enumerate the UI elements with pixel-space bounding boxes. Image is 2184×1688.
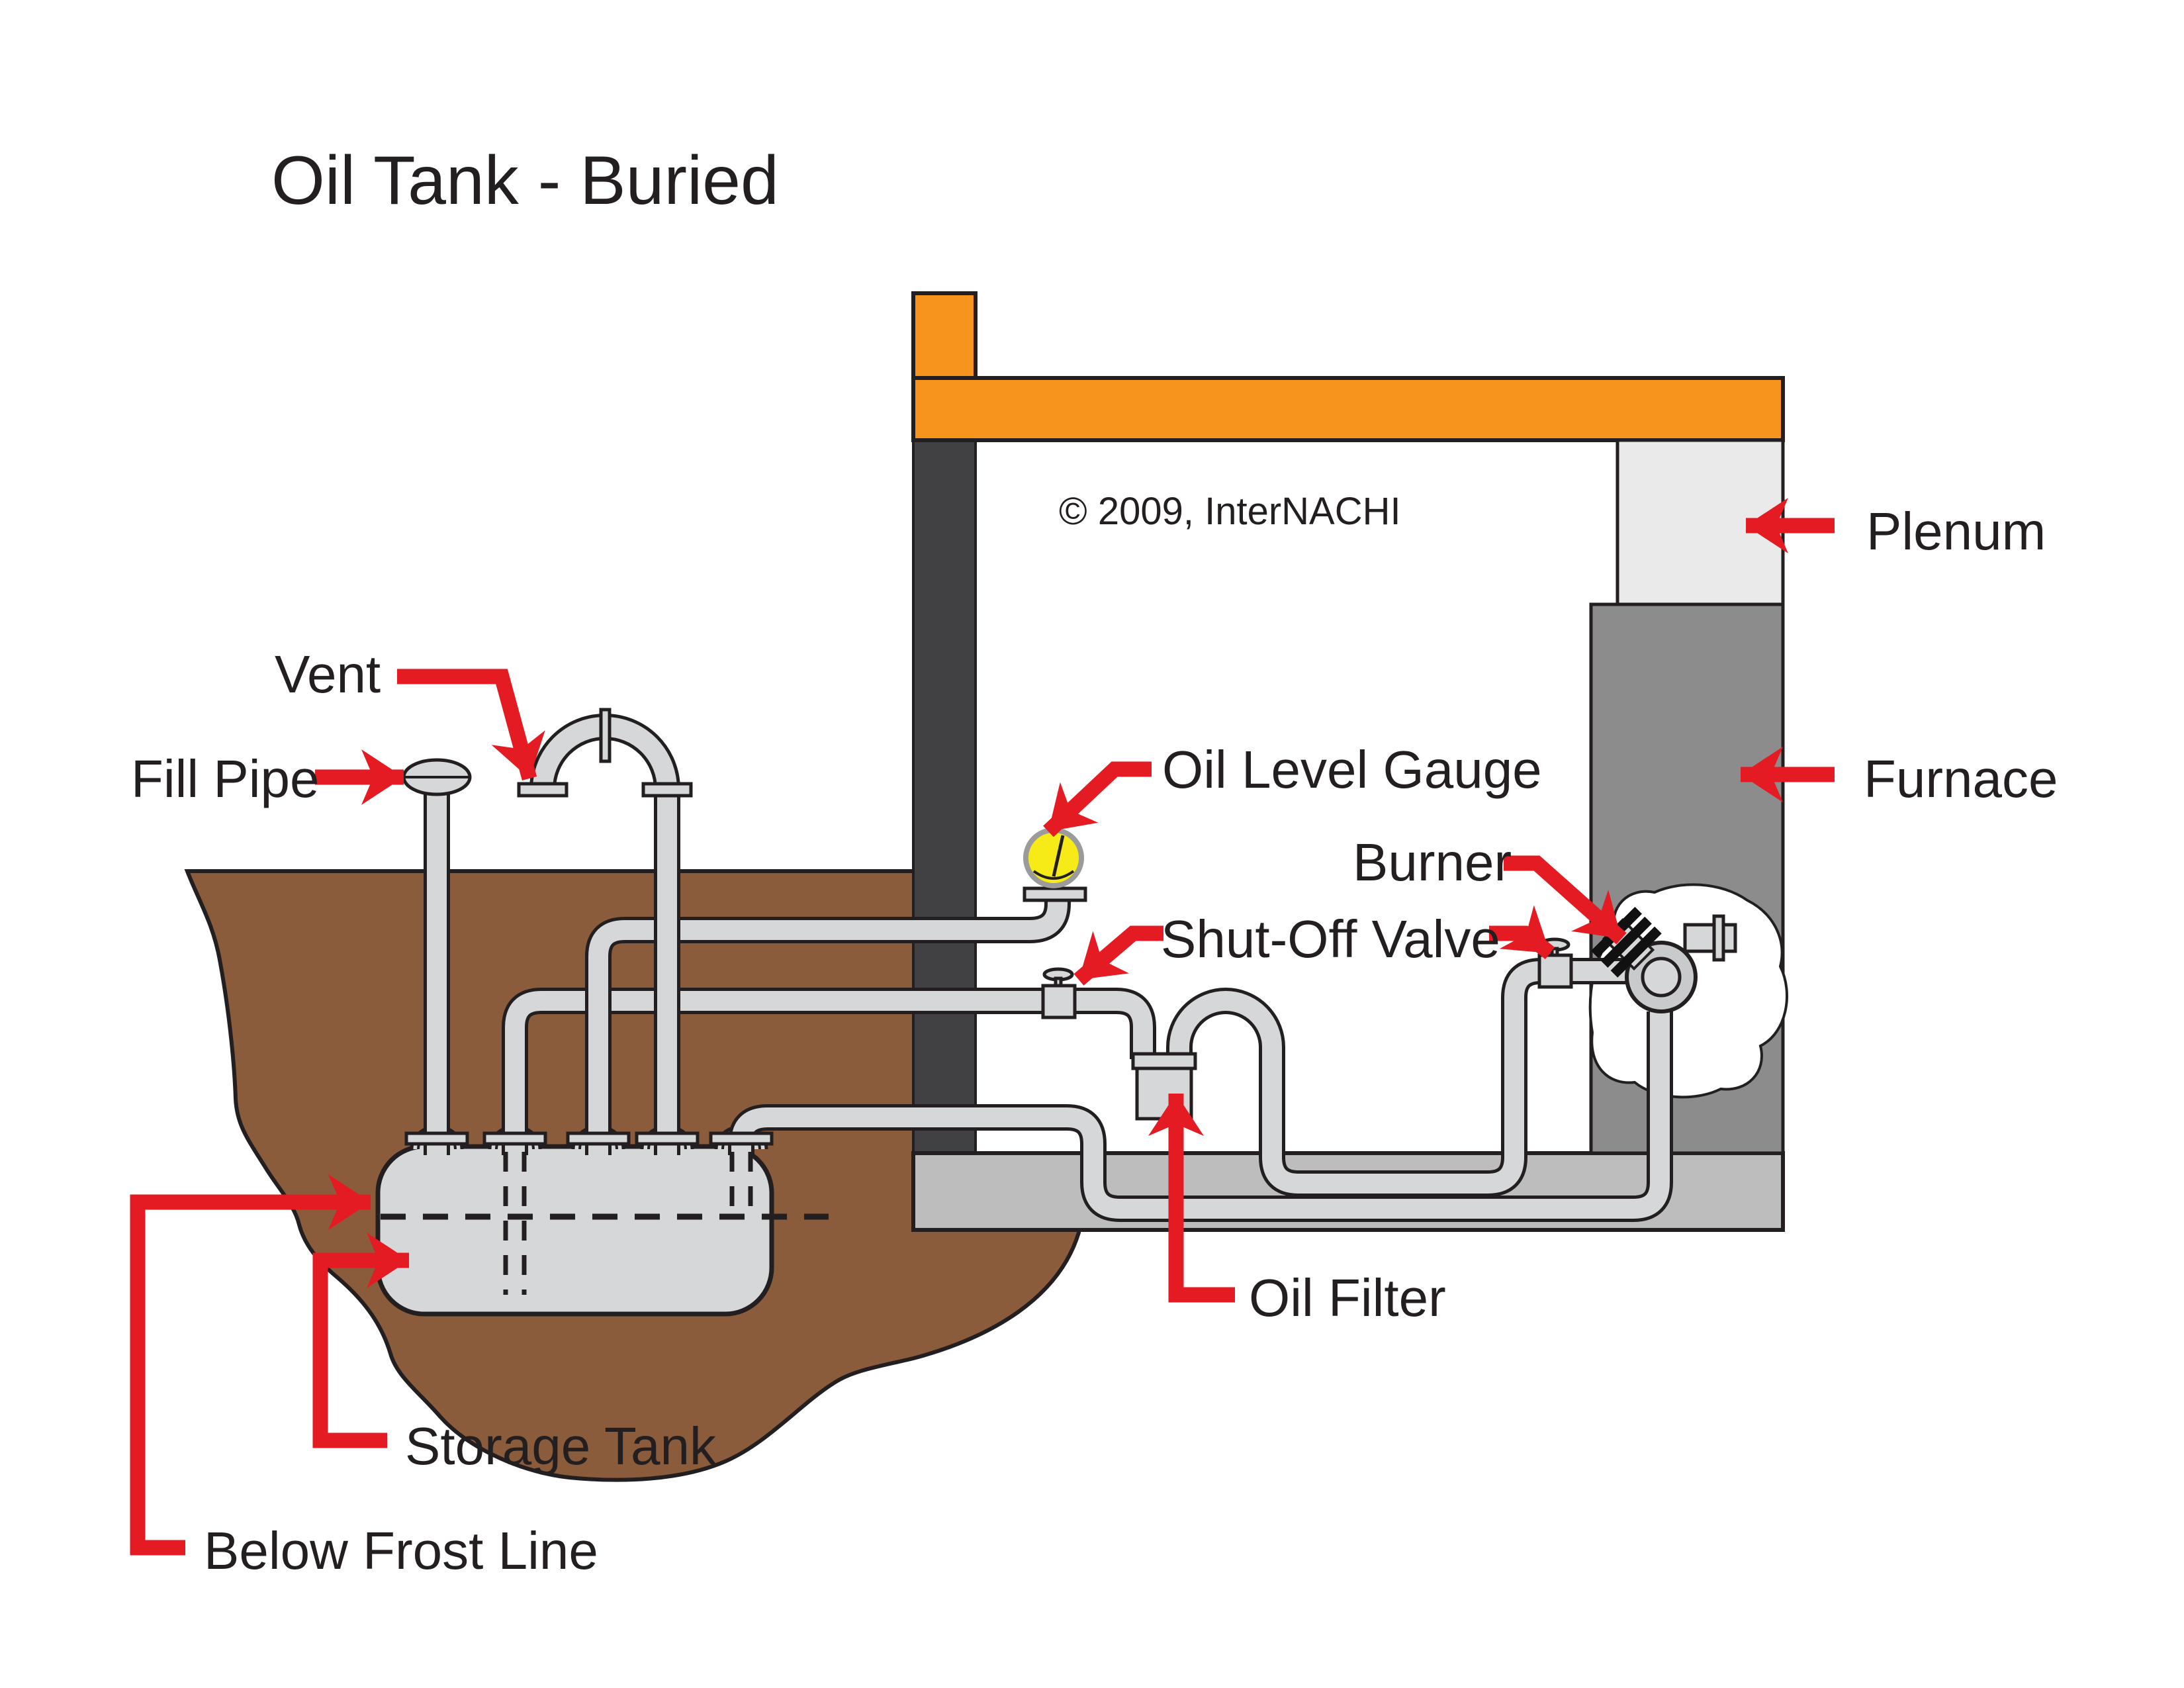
vent-pipe <box>517 708 693 1155</box>
page-title: Oil Tank - Buried <box>271 142 779 219</box>
oil-filter <box>1131 1052 1197 1121</box>
tank-flanges <box>404 1131 774 1146</box>
copyright-note: © 2009, InterNACHI <box>1059 490 1401 533</box>
oil-level-gauge <box>1023 827 1087 902</box>
vent-cap-rod <box>599 708 612 763</box>
shut-off-valve-1 <box>1041 967 1077 1019</box>
furnace-label: Furnace <box>1864 749 2058 808</box>
tank-supply-pipe <box>502 988 1156 1155</box>
return-pipe <box>728 1011 1673 1222</box>
gauge-needle <box>1052 835 1065 877</box>
burner-pump-inner <box>1641 957 1682 998</box>
burner-motor-flange <box>1712 914 1725 962</box>
plenum-label: Plenum <box>1866 502 2046 561</box>
gauge-flange <box>1023 886 1087 902</box>
supply-pipe-to-burner <box>1166 958 1655 1197</box>
shut-off-valve-label: Shut-Off Valve <box>1161 910 1500 968</box>
oil-level-gauge-label: Oil Level Gauge <box>1162 740 1542 799</box>
joist-stub <box>911 291 978 380</box>
burner-label: Burner <box>1353 833 1512 892</box>
oil-level-gauge-arrow <box>1043 761 1152 837</box>
burner-assembly <box>1590 906 1737 1013</box>
oil-filter-label: Oil Filter <box>1249 1268 1446 1327</box>
gauge-pipe <box>585 892 1071 1155</box>
burner-motor <box>1683 923 1717 953</box>
vent-flange-right <box>641 782 693 798</box>
hidden-pipe-dashed <box>503 1152 753 1295</box>
vent-label: Vent <box>275 645 381 704</box>
vent-arrow <box>397 669 545 781</box>
storage-tank-arrow <box>312 1233 409 1448</box>
shut-off-valve-arrow-left <box>1073 925 1163 986</box>
storage-tank-body <box>375 1144 774 1317</box>
shut-off-valve-arrow-right <box>1489 905 1555 960</box>
burner-arrow <box>1504 855 1627 945</box>
oil-filter-arrow <box>1148 1094 1235 1303</box>
storage-tank-label: Storage Tank <box>405 1417 717 1476</box>
fill-pipe-label: Fill Pipe <box>131 749 320 808</box>
basement-wall <box>912 439 977 1154</box>
below-frost-line-arrow <box>130 1174 371 1556</box>
fill-pipe <box>402 758 472 1155</box>
below-frost-line-label: Below Frost Line <box>204 1521 598 1580</box>
vent-flange-left <box>517 782 569 798</box>
callout-arrows <box>130 498 1835 1556</box>
floor-joist-beam <box>911 376 1785 442</box>
